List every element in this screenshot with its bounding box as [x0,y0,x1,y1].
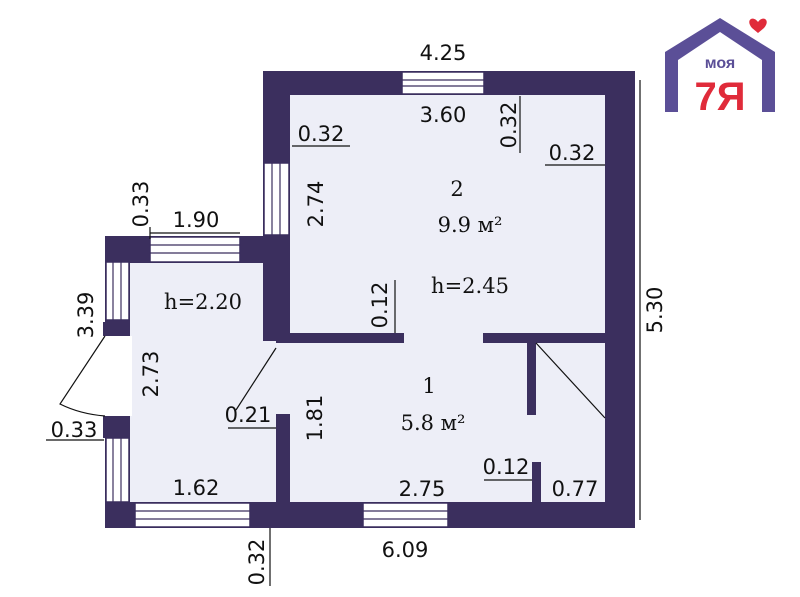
floor-room-2 [263,71,635,251]
dim-right-overall: 5.30 [643,287,667,334]
room-2-number: 2 [450,177,463,201]
window-bottom-left [134,502,251,528]
room-2-height: h=2.45 [431,274,509,298]
dim-door-wall: 0.21 [225,403,272,427]
wall-right [605,71,635,528]
dim-side-wall-left: 0.33 [129,181,153,228]
logo-top-text: моя [705,55,736,72]
dim-inner-wall-left: 0.32 [298,122,345,146]
dim-left-overall: 3.39 [74,292,98,339]
logo: моя 7Я [665,18,775,119]
partition-left [276,333,404,343]
dim-partition: 0.12 [368,282,392,329]
door-swing-small-room [235,347,277,411]
partition-right [483,333,605,343]
entrance-jamb-bottom [103,416,130,438]
dim-room2-left-height: 2.74 [304,181,328,228]
door-swing-closet [535,342,606,419]
window-left-upper [105,261,130,321]
dim-small-room-width: 1.90 [173,208,220,232]
room-1-number: 1 [422,374,435,398]
dim-small-room-height: 2.73 [139,351,163,398]
dim-bottom-left-wall: 0.33 [51,418,98,442]
logo-house-icon [665,18,775,112]
window-bottom-right [362,502,449,528]
dimension-lines [46,80,641,586]
window-top [401,71,485,95]
window-left-lower [105,437,130,503]
dim-bottom-overall: 6.09 [382,538,429,562]
small-room-height: h=2.20 [164,290,242,314]
dim-room1-height: 1.81 [303,395,327,442]
closet-partition-upper [527,343,536,415]
dim-closet-width: 0.77 [552,477,599,501]
window-room2-left [263,162,290,236]
dim-small-room-bottom: 1.62 [173,476,220,500]
room-1-area: 5.8 м² [401,411,466,435]
dim-bottom-wall: 0.32 [245,539,269,586]
windows [105,71,485,528]
entrance-jamb-top [103,322,130,336]
room-2-area: 9.9 м² [438,213,503,237]
wall-door-jamb [276,414,290,528]
floor-lower [105,236,635,528]
logo-heart-icon [749,18,767,33]
logo-big-text: 7Я [695,75,746,119]
entrance-opening [104,336,132,416]
dim-closet-partition: 0.12 [483,455,530,479]
dim-top-wall-vertical: 0.32 [497,102,521,149]
dim-top-inner: 3.60 [420,103,467,127]
dim-top-overall: 4.25 [420,41,467,65]
closet-partition-lower [532,462,541,502]
dim-bottom-inner: 2.75 [399,477,446,501]
entrance-door-swing [59,335,106,417]
window-small-top [149,236,241,263]
dim-right-wall: 0.32 [549,141,596,165]
